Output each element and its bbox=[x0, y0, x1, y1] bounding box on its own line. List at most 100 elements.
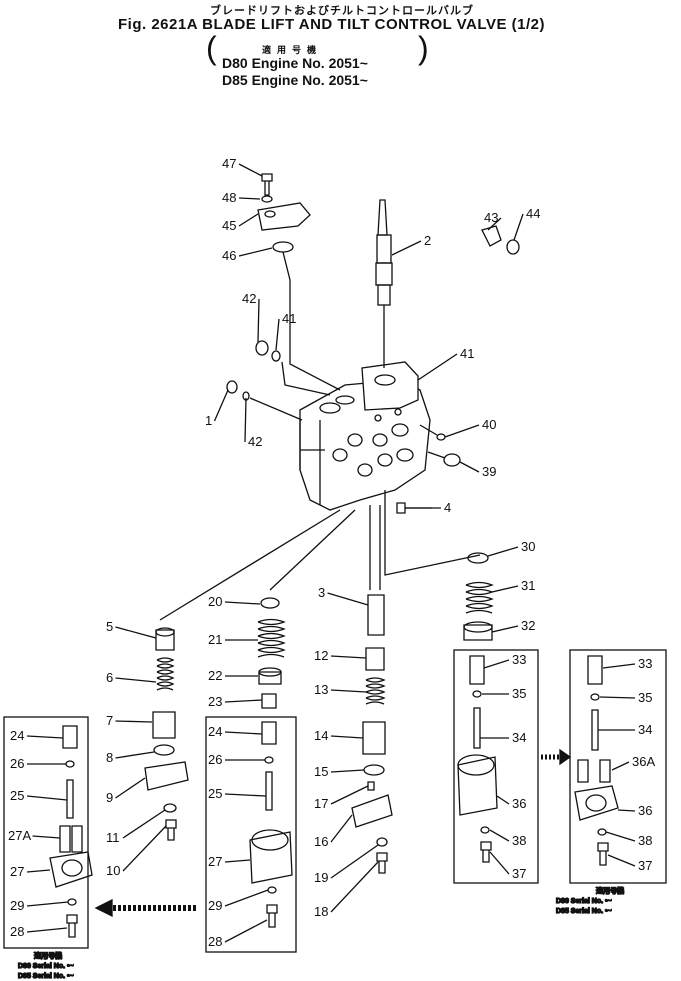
cap-assembly-left bbox=[49, 725, 93, 938]
callout-number: 47 bbox=[222, 156, 236, 171]
serial-note-d85: D85 Serial No. •~ bbox=[556, 908, 612, 915]
valve-body bbox=[299, 361, 431, 511]
callout-number: 28 bbox=[10, 924, 24, 939]
callout-number: 8 bbox=[106, 750, 113, 765]
callout-number: 41 bbox=[460, 346, 474, 361]
callout-number: 34 bbox=[512, 730, 526, 745]
callout-leader bbox=[330, 861, 379, 913]
callout-number: 25 bbox=[208, 786, 222, 801]
title-japanese: ブレードリフトおよびチルトコントロールバルブ bbox=[210, 5, 474, 17]
callout-number: 24 bbox=[10, 728, 24, 743]
callout-number: 6 bbox=[106, 670, 113, 685]
callout-leader bbox=[32, 835, 61, 839]
callout-number: 48 bbox=[222, 190, 236, 205]
engine-serial-d80: D80 Engine No. 2051~ bbox=[222, 55, 368, 71]
callout-number: 29 bbox=[10, 898, 24, 913]
callout-leader bbox=[244, 397, 247, 443]
callout-leader bbox=[257, 298, 260, 343]
callout-number: 14 bbox=[314, 728, 328, 743]
callout-number: 22 bbox=[208, 668, 222, 683]
serial-note-d80: D80 Serial No. •~ bbox=[556, 898, 612, 905]
callout-leader bbox=[489, 829, 510, 842]
callout-leader bbox=[238, 197, 261, 200]
callout-number: 10 bbox=[106, 863, 120, 878]
callout-number: 19 bbox=[314, 870, 328, 885]
callout-leader bbox=[224, 699, 263, 703]
callout-leader bbox=[330, 735, 364, 739]
callout-number: 13 bbox=[314, 682, 328, 697]
callout-leader bbox=[224, 601, 261, 605]
callout-leader bbox=[513, 213, 524, 241]
cap-assembly-middle bbox=[249, 721, 293, 928]
callout-number: 11 bbox=[106, 830, 120, 845]
serial-note-heading: 適用号機 bbox=[34, 951, 62, 960]
callout-leader bbox=[213, 389, 229, 422]
callout-number: 35 bbox=[638, 690, 652, 705]
callout-number: 23 bbox=[208, 694, 222, 709]
callout-number: 29 bbox=[208, 898, 222, 913]
callout-number: 41 bbox=[282, 311, 296, 326]
callout-leader bbox=[599, 696, 636, 699]
callout-leader bbox=[115, 777, 146, 799]
callout-number: 5 bbox=[106, 619, 113, 634]
callout-leader bbox=[330, 785, 369, 805]
callout-leader bbox=[122, 809, 166, 839]
left-spool-stack bbox=[144, 627, 189, 841]
center-spool-stack bbox=[351, 594, 393, 874]
callout-number: 26 bbox=[208, 752, 222, 767]
callout-number: 20 bbox=[208, 594, 222, 609]
callout-number: 25 bbox=[10, 788, 24, 803]
callout-number: 43 bbox=[484, 210, 498, 225]
callout-leader bbox=[26, 869, 51, 873]
callout-leader bbox=[391, 240, 422, 256]
callout-leader bbox=[330, 689, 367, 693]
callout-number: 7 bbox=[106, 713, 113, 728]
callout-number: 36 bbox=[638, 803, 652, 818]
callout-leader bbox=[115, 677, 157, 683]
callout-leader bbox=[224, 859, 251, 863]
callout-number: 34 bbox=[638, 722, 652, 737]
serial-note-d85: D85 Serial No. •~ bbox=[18, 973, 74, 980]
callout-leader bbox=[238, 163, 263, 177]
callout-number: 39 bbox=[482, 464, 496, 479]
callout-leader bbox=[487, 546, 519, 557]
callout-number: 36 bbox=[512, 796, 526, 811]
callout-leader bbox=[224, 889, 269, 907]
callout-number: 45 bbox=[222, 218, 236, 233]
callout-leader bbox=[605, 831, 636, 842]
callout-leader bbox=[275, 318, 280, 351]
callout-leader bbox=[238, 247, 273, 257]
callout-leader bbox=[330, 655, 367, 659]
serial-note-left: 適用号機 D80 Serial No. •~ D85 Serial No. •~ bbox=[17, 950, 74, 980]
callout-leader bbox=[487, 217, 502, 231]
callout-number: 28 bbox=[208, 934, 222, 949]
callout-number: 42 bbox=[242, 291, 256, 306]
engine-serial-d85: D85 Engine No. 2051~ bbox=[222, 72, 368, 88]
callout-number: 2 bbox=[424, 233, 431, 248]
applicability-heading: 適用号機 bbox=[262, 45, 323, 55]
callout-leader bbox=[607, 854, 636, 867]
callout-leader bbox=[330, 769, 365, 773]
callout-leader bbox=[26, 901, 69, 907]
callout-leader bbox=[224, 919, 268, 943]
callout-leader bbox=[489, 851, 510, 875]
callout-leader bbox=[602, 663, 636, 669]
callout-leader bbox=[491, 625, 519, 633]
callout-leader bbox=[444, 424, 480, 438]
middle-spool-stack bbox=[257, 597, 286, 709]
callout-leader bbox=[330, 844, 379, 879]
callout-number: 35 bbox=[512, 686, 526, 701]
callout-leader bbox=[238, 213, 259, 227]
callout-number: 24 bbox=[208, 724, 222, 739]
cap-assembly-right bbox=[457, 655, 498, 863]
callout-leader bbox=[224, 731, 263, 735]
callout-leader bbox=[491, 585, 519, 593]
callout-leader bbox=[26, 795, 68, 801]
callout-number: 36A bbox=[632, 754, 655, 769]
connection-lines bbox=[159, 490, 481, 621]
callout-leader bbox=[459, 461, 480, 473]
callout-number: 44 bbox=[526, 206, 540, 221]
callout-number: 33 bbox=[512, 652, 526, 667]
